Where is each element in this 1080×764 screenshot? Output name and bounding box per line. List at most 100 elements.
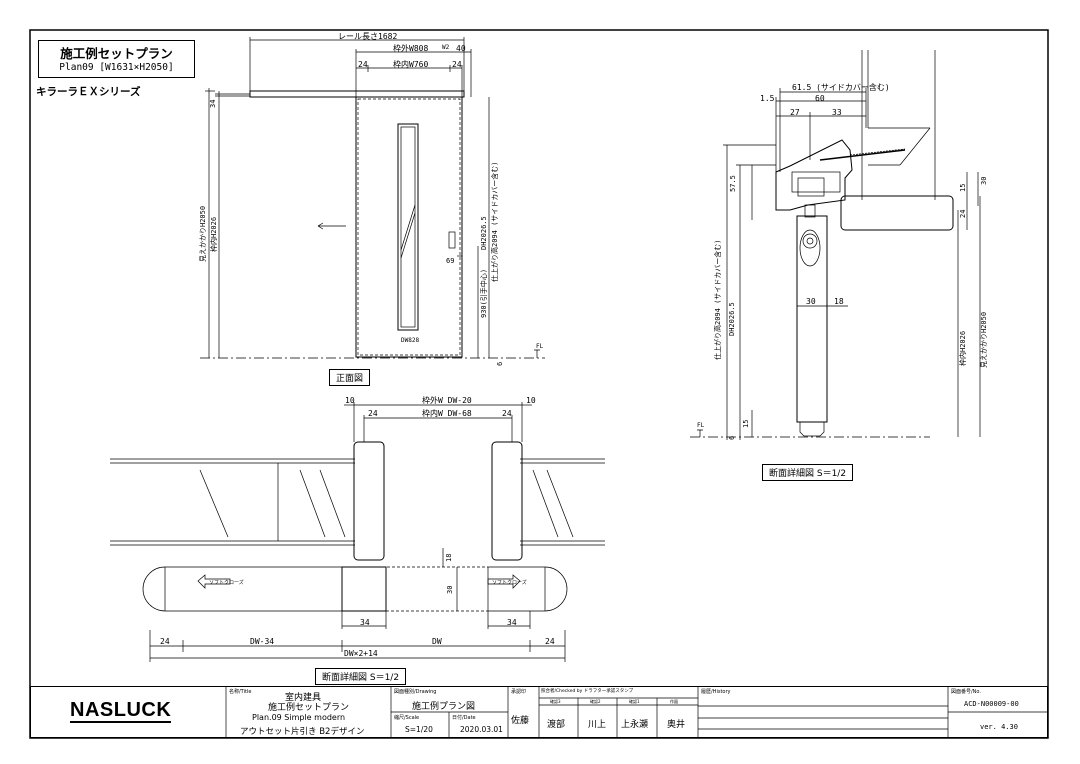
plan-dim-total-label: DW×2+14 — [344, 649, 378, 658]
dim-34-label: 34 — [209, 99, 217, 108]
check-sub-2: 確認2 — [590, 699, 601, 704]
frame-outer-label: 枠外W808 — [393, 44, 429, 53]
check-sub-1: 確認1 — [629, 699, 640, 704]
plan-title: 施工例セットプラン — [60, 46, 173, 61]
plan-dim-24r-label: 24 — [545, 637, 555, 646]
check-sub-3: 確認3 — [550, 699, 561, 704]
rail — [249, 90, 465, 98]
plan-section — [110, 402, 605, 662]
title-block-lines — [225, 686, 1048, 738]
plan-dim-34a-label: 34 — [360, 618, 370, 627]
detail-section — [690, 50, 981, 440]
title-v4: アウトセット片引き B2デザイン — [240, 727, 365, 737]
plan-frame-outer-label: 枠外W DW-20 — [422, 396, 472, 405]
detail-dim-15b-label: 15 — [742, 419, 750, 428]
detail-view-label: 断面詳細図 S＝1/2 — [762, 464, 854, 481]
detail-dim-30r-label: 30 — [980, 176, 988, 185]
detail-dim-18-label: 18 — [834, 297, 844, 306]
plan-dim-24b-label: 24 — [502, 409, 512, 418]
mitsukake-label: 見えかかりH2050 — [199, 205, 207, 262]
frame-post-left — [353, 441, 385, 561]
dh-label: DH2026.5 — [480, 216, 488, 250]
door-panel — [355, 96, 463, 358]
title-v3: Plan.09 Simple modern — [252, 713, 346, 722]
dim-40-label: 40 — [456, 44, 466, 53]
plan-dim-dw-label: DW — [432, 637, 442, 646]
dw-label: DW828 — [401, 337, 420, 344]
plan-dim-18-label: 18 — [445, 553, 453, 562]
plan-subtitle: Plan09 [W1631×H2050] — [59, 62, 174, 73]
check-sub-0: 作図 — [670, 699, 678, 704]
finish-h-label: 仕上がり高2094 (サイドカバー含む) — [491, 161, 499, 282]
dim-24b-label: 24 — [452, 60, 462, 69]
header-block — [840, 195, 954, 231]
dwgno-hd: 図面番号/No. — [951, 689, 981, 695]
detail-dim-60-label: 60 — [815, 94, 825, 103]
detail-dim-33-label: 33 — [832, 108, 842, 117]
detail-dim-615-label: 61.5 (サイドカバー含む) — [792, 83, 890, 92]
detail-dh-label: DH2026.5 — [728, 302, 736, 336]
frame-inner-h-label: 枠内H2026 — [210, 216, 218, 252]
scale-v: S=1/20 — [405, 725, 433, 734]
drawing-hd: 図面種別/Drawing — [394, 689, 437, 695]
detail-dim-27-label: 27 — [790, 108, 800, 117]
plan-dim-dw34-label: DW-34 — [250, 637, 275, 646]
soft-close-left-label: ソフトクローズ — [209, 580, 244, 586]
glass-slot — [397, 123, 419, 331]
dim-24a-label: 24 — [358, 60, 368, 69]
title-block — [30, 686, 1048, 738]
plan-view-label: 断面詳細図 S＝1/2 — [315, 668, 407, 685]
version-v: ver. 4.30 — [980, 723, 1018, 731]
rail-length-label: レール長さ1682 — [338, 32, 398, 41]
scale-hd: 縮尺/Scale — [394, 715, 420, 721]
plan-dim-34b-label: 34 — [507, 618, 517, 627]
door-section-right — [487, 566, 568, 612]
plan-dim-30-label: 30 — [446, 585, 454, 594]
check-hd: 照合者/Checked by ドラフター承認スタンプ — [541, 689, 634, 694]
rail-profile — [775, 139, 853, 211]
handle-h-label: 930(引手中心) — [480, 268, 488, 318]
door-handle — [448, 231, 456, 249]
dwgno-v: ACD-N00009-00 — [964, 700, 1019, 708]
frame-inner-label: 枠内W760 — [393, 60, 429, 69]
title-v1: 室内建具 — [285, 693, 322, 703]
detail-dim-6-label: 6 — [728, 435, 736, 440]
dim-10a-label: 10 — [345, 396, 355, 405]
frame-post-right — [491, 441, 523, 561]
front-view-label: 正面図 — [329, 369, 371, 386]
checker-2: 川上 — [588, 720, 607, 730]
softclose-arrow-right — [487, 574, 521, 589]
title-v2: 施工例セットプラン — [268, 703, 350, 713]
series-name: キラーラＥＸシリーズ — [36, 86, 141, 98]
detail-frame-inner-h-label: 枠内H2026 — [959, 330, 967, 366]
company-logo: NASLUCK — [70, 699, 172, 723]
dim-6-label: 6 — [496, 361, 504, 366]
detail-mitsukake-label: 見えかかりH2050 — [980, 311, 988, 368]
plan-title-box: 施工例セットプラン Plan09 [W1631×H2050] — [38, 40, 195, 78]
title-hd: 名称/Title — [229, 689, 252, 695]
drawing-v: 施工例プラン図 — [412, 702, 476, 712]
detail-finish-h-label: 仕上がり高2094 (サイドカバー含む) — [714, 239, 722, 360]
detail-dim-15r-label: 15 — [959, 183, 967, 192]
approve-v: 佐藤 — [511, 716, 530, 726]
date-v: 2020.03.01 — [460, 725, 503, 734]
plan-dim-24a-label: 24 — [368, 409, 378, 418]
w2-label: W2 — [442, 44, 450, 51]
fl-front-label: FL — [536, 343, 544, 350]
door-section — [796, 215, 828, 423]
approve-hd: 承認印 — [511, 689, 527, 695]
checker-0: 奥井 — [667, 720, 686, 730]
sheet-border — [29, 29, 1049, 739]
checker-3: 渡部 — [547, 720, 566, 730]
history-hd: 履歴/History — [701, 689, 731, 695]
detail-dim-575-label: 57.5 — [729, 175, 737, 192]
front-view — [200, 37, 545, 359]
door-section-mid — [341, 566, 387, 612]
soft-close-right-label: ソフトクローズ — [492, 580, 527, 586]
dim-10b-label: 10 — [526, 396, 536, 405]
detail-fl-label: FL — [697, 422, 705, 429]
checker-1: 上永瀬 — [621, 720, 649, 730]
detail-dim-15-label: 1.5 — [760, 94, 775, 103]
detail-dim-30-label: 30 — [806, 297, 816, 306]
